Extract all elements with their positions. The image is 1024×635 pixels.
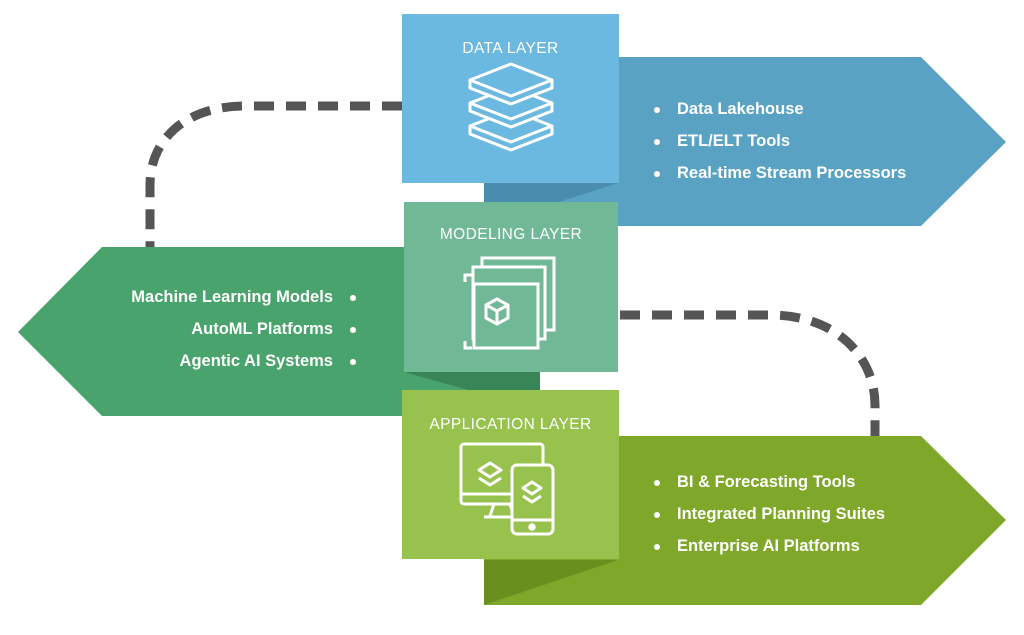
model-frames-cube-icon <box>463 256 556 350</box>
item-label: Integrated Planning Suites <box>677 505 886 523</box>
bullet-dot <box>654 479 660 486</box>
connector-data-to-modeling <box>145 101 402 250</box>
monitor-and-phone-icon <box>459 442 555 536</box>
item-label: Enterprise AI Platforms <box>677 537 860 555</box>
item-label: Real-time Stream Processors <box>677 164 907 182</box>
item-label: ETL/ELT Tools <box>677 132 791 150</box>
modeling-layer-title: MODELING LAYER <box>439 226 583 243</box>
bullet-dot <box>350 358 356 365</box>
list-item: ETL/ELT Tools <box>654 125 906 157</box>
item-label: Data Lakehouse <box>677 100 804 118</box>
application-layer-items: BI & Forecasting Tools Integrated Planni… <box>654 466 885 562</box>
stacked-layers-icon <box>468 62 554 152</box>
data-layer-title: DATA LAYER <box>462 40 559 57</box>
item-label: Agentic AI Systems <box>179 352 333 370</box>
item-label: Machine Learning Models <box>131 288 333 306</box>
item-label: AutoML Platforms <box>191 320 333 338</box>
list-item: Machine Learning Models <box>131 281 356 313</box>
application-layer-arrow-fold <box>484 560 618 605</box>
list-item: Integrated Planning Suites <box>654 498 885 530</box>
application-layer-title: APPLICATION LAYER <box>429 416 592 433</box>
list-item: BI & Forecasting Tools <box>654 466 885 498</box>
list-item: Real-time Stream Processors <box>654 157 906 189</box>
bullet-dot <box>350 294 356 301</box>
bullet-dot <box>350 326 356 333</box>
bullet-dot <box>654 170 660 177</box>
list-item: Enterprise AI Platforms <box>654 530 885 562</box>
list-item: Data Lakehouse <box>654 93 906 125</box>
list-item: Agentic AI Systems <box>131 345 356 377</box>
bullet-dot <box>654 106 660 113</box>
data-layer-items: Data Lakehouse ETL/ELT Tools Real-time S… <box>654 93 906 189</box>
bullet-dot <box>654 543 660 550</box>
item-label: BI & Forecasting Tools <box>677 473 856 491</box>
connector-modeling-to-application <box>620 310 880 437</box>
list-item: AutoML Platforms <box>131 313 356 345</box>
modeling-layer-items: Machine Learning Models AutoML Platforms… <box>131 281 356 377</box>
bullet-dot <box>654 511 660 518</box>
bullet-dot <box>654 138 660 145</box>
